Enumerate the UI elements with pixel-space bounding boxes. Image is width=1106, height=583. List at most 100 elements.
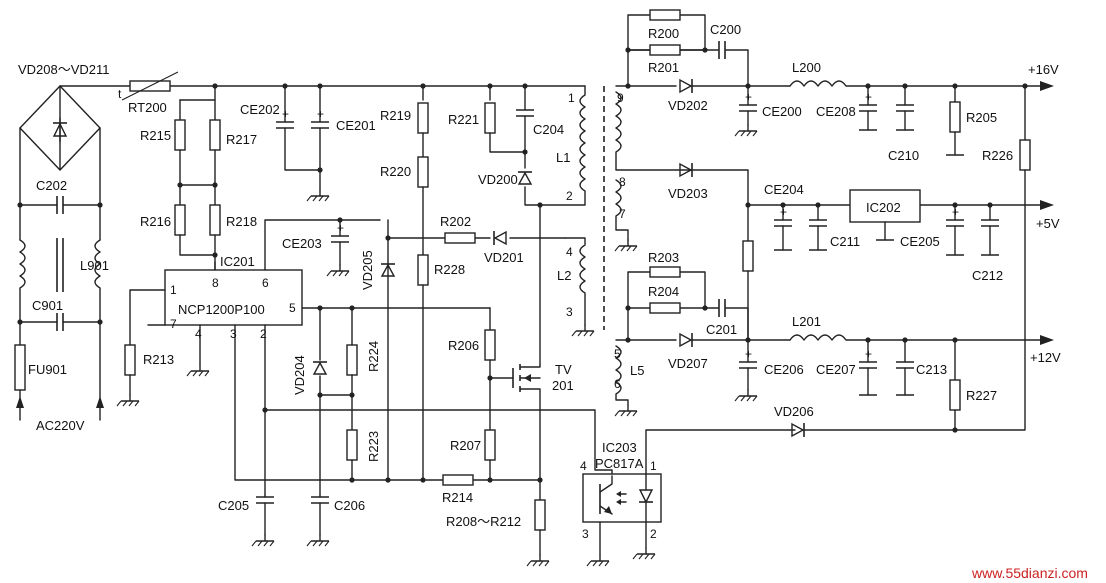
label-ic-pin1: 1 [170,283,177,297]
ic203-optocoupler [539,409,796,567]
label-fu901: FU901 [28,362,67,377]
rt200-thermistor [121,71,179,101]
label-r218: R218 [226,214,257,229]
label-winding-7: 7 [619,207,626,221]
label-winding-5: 5 [614,347,621,361]
label-c211: C211 [830,234,860,249]
label-plus-5v: +5V [1036,216,1060,231]
startup-network [174,83,330,271]
label-ic-pin8: 8 [212,276,219,290]
label-winding-6: 6 [614,377,621,391]
label-r220: R220 [380,164,411,179]
label-ce204: CE204 [764,182,804,197]
label-r213: R213 [143,352,174,367]
label-c212: C212 [972,268,1003,283]
label-vd207: VD207 [668,356,708,371]
label-r200: R200 [648,26,679,41]
label-l901: L901 [80,258,109,273]
output-12v [614,266,1054,433]
label-r201: R201 [648,60,679,75]
label-l201: L201 [792,314,821,329]
label-l5: L5 [630,363,644,378]
label-c213: C213 [916,362,947,377]
label-ce206: CE206 [764,362,804,377]
label-c202: C202 [36,178,67,193]
label-plus-16v: +16V [1028,62,1059,77]
label-vd203: VD203 [668,186,708,201]
label-r216: R216 [140,214,171,229]
label-r227: R227 [966,388,997,403]
label-r215: R215 [140,128,171,143]
label-r203: R203 [648,250,679,265]
label-winding-9: 9 [617,91,624,105]
label-r202: R202 [440,214,471,229]
label-l2: L2 [557,268,571,283]
label-vd202: VD202 [668,98,708,113]
label-ac220v: AC220V [36,418,85,433]
label-r226: R226 [982,148,1013,163]
label-ce205: CE205 [900,234,940,249]
component-labels: VD208～VD211 t RT200 R215 R217 CE202 CE20… [18,22,1088,581]
label-plus-12v: +12V [1030,350,1061,365]
label-tv: TV [555,362,572,377]
label-l200: L200 [792,60,821,75]
label-ce200: CE200 [762,104,802,119]
label-r205: R205 [966,110,997,125]
label-r208-r212: R208～R212 [446,514,521,529]
label-c204: C204 [533,122,564,137]
label-oc-pin1: 1 [650,459,657,473]
label-r206: R206 [448,338,479,353]
feedback-network [251,305,541,547]
label-winding-2: 2 [566,189,573,203]
label-r204: R204 [648,284,679,299]
label-tv201: 201 [552,378,574,393]
label-oc-pin2: 2 [650,527,657,541]
label-ce201: CE201 [336,118,376,133]
label-c206: C206 [334,498,365,513]
label-winding-8: 8 [619,175,626,189]
label-c200: C200 [710,22,741,37]
label-r221: R221 [448,112,479,127]
label-ic-pin4: 4 [195,327,202,341]
label-c205: C205 [218,498,249,513]
label-r214: R214 [442,490,473,505]
label-ce208: CE208 [816,104,856,119]
output-16v [615,9,1054,438]
label-rt200: RT200 [128,100,167,115]
label-c201: C201 [706,322,737,337]
label-ic202: IC202 [866,200,901,215]
input-section [14,71,586,421]
label-c901: C901 [32,298,63,313]
label-l1: L1 [556,150,570,165]
watermark-text: www.55dianzi.com [971,565,1088,581]
aux-supply [326,83,566,483]
label-vd200: VD200 [478,172,518,187]
label-vd205: VD205 [360,250,375,290]
label-winding-3: 3 [566,305,573,319]
ic201-ncp1200 [116,219,541,496]
label-ce203: CE203 [282,236,322,251]
label-r217: R217 [226,132,257,147]
label-r228: R228 [434,262,465,277]
label-ce202: CE202 [240,102,280,117]
label-winding-4: 4 [566,245,573,259]
label-vd206: VD206 [774,404,814,419]
label-ic-pin3: 3 [230,327,237,341]
label-r224: R224 [366,341,381,372]
label-oc-pin3: 3 [582,527,589,541]
ic202-regulator [849,189,921,223]
fu901-fuse [14,344,26,391]
label-ic-pin6: 6 [262,276,269,290]
label-ic-pin5: 5 [289,301,296,315]
label-t: t [118,87,122,101]
label-vd201: VD201 [484,250,524,265]
label-ic201: IC201 [220,254,255,269]
output-5v [614,162,1054,341]
label-r207: R207 [450,438,481,453]
label-winding-1: 1 [568,91,575,105]
label-c210: C210 [888,148,919,163]
label-ce207: CE207 [816,362,856,377]
label-pc817a: PC817A [595,456,644,471]
label-ic203: IC203 [602,440,637,455]
